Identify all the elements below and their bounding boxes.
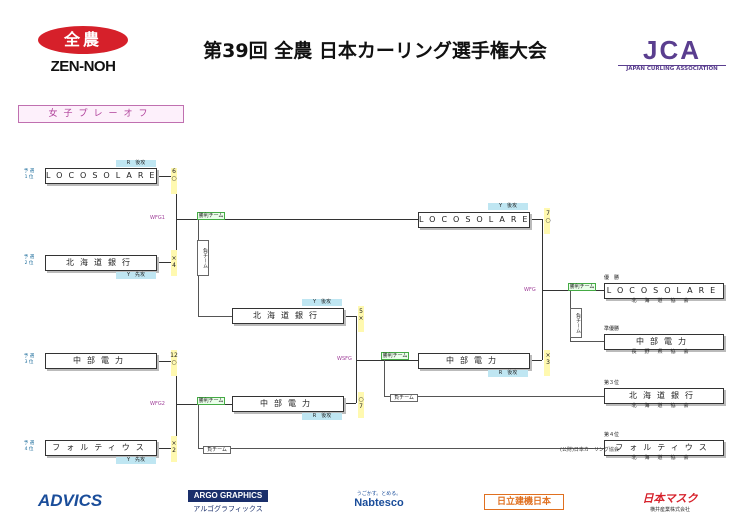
bracket-line — [342, 403, 356, 404]
argo-logo-jp: アルゴグラフィックス — [193, 505, 263, 513]
credit-text: (公財)日本カーリング協会 — [560, 447, 619, 453]
score-f-bottom: × 3 — [545, 352, 551, 366]
loser-chip: 負チーム — [390, 394, 418, 402]
bracket-line — [542, 219, 543, 360]
sponsor-nihon-mask: 日本マスク 横井産業株式会社 — [632, 486, 708, 516]
rank-label-3: 第３位 — [604, 380, 620, 386]
seed-label-1: 予 選 1 位 — [23, 169, 35, 180]
rank-label-4: 第４位 — [604, 432, 620, 438]
jca-logo-mark: JCA — [642, 35, 701, 65]
team-fortius: フォルティウス — [45, 440, 157, 456]
result-team-2: 中部電力 — [604, 334, 724, 350]
zennoh-logo: 全農 ZEN-NOH — [34, 26, 132, 80]
advics-logo-text: ADVICS — [38, 491, 103, 510]
score-strip — [171, 436, 177, 462]
mask-logo-sub: 横井産業株式会社 — [649, 507, 690, 513]
winner-chip: 勝利チーム — [381, 352, 409, 360]
result-team-4: フォルティウス — [604, 440, 724, 456]
argo-logo-en: ARGO GRAPHICS — [188, 490, 268, 502]
result-assoc-2: 長野県協会 — [631, 349, 697, 355]
result-assoc-3: 北海道協会 — [631, 403, 697, 409]
seed-label-2: 予 選 2 位 — [23, 255, 35, 266]
team-final-bottom: 中部電力 — [418, 353, 530, 369]
score-strip — [544, 350, 550, 376]
score-g2-bottom: × 2 — [171, 440, 177, 454]
seed-label-3: 予 選 3 位 — [23, 354, 35, 365]
seed-label-4: 予 選 4 位 — [23, 441, 35, 452]
bracket-line — [156, 361, 176, 362]
score-strip — [171, 350, 177, 376]
score-g2-top: 12 ○ — [170, 352, 178, 366]
bracket-line — [342, 316, 356, 317]
jca-logo: JCA JAPAN CURLING ASSOCIATION — [618, 36, 726, 76]
loser-chip: 負チーム — [203, 446, 231, 454]
nabtesco-logo-text: Nabtesco — [354, 497, 404, 509]
game-label-sf: WSFG — [337, 356, 352, 362]
bracket-line — [528, 360, 542, 361]
score-g1-bottom: × 4 — [171, 255, 177, 269]
bracket-line — [156, 448, 176, 449]
bracket-line — [156, 262, 176, 263]
sponsor-hitachi: 日立建機日本 — [484, 486, 564, 516]
team-final-top: LOCOSOLARE — [418, 212, 530, 228]
bracket-line — [176, 219, 418, 220]
game-label-g1: WFG1 — [150, 215, 165, 221]
nabtesco-tagline: うごかす。とめる。 — [356, 491, 402, 497]
loser-path — [198, 404, 607, 449]
stone-chip: Y 後攻 — [488, 203, 528, 210]
score-strip — [171, 250, 177, 276]
rank-label-2: 準優勝 — [604, 326, 620, 332]
zennoh-logo-mark: 全農 — [38, 26, 128, 54]
page-title: 第39回 全農 日本カーリング選手権大会 — [203, 40, 547, 62]
team-sf-top: 北海道銀行 — [232, 308, 344, 324]
sponsor-argo: ARGO GRAPHICS アルゴグラフィックス — [188, 486, 268, 516]
score-g1-top: 6 ○ — [171, 168, 177, 182]
result-assoc-1: 北海道協会 — [631, 298, 697, 304]
sponsor-advics: ADVICS — [38, 486, 118, 516]
team-locosolare: LOCOSOLARE — [45, 168, 157, 184]
score-strip — [358, 306, 364, 332]
result-team-1: LOCOSOLARE — [604, 283, 724, 299]
jca-logo-name: JAPAN CURLING ASSOCIATION — [618, 65, 726, 72]
loser-path — [384, 360, 607, 397]
winner-chip: 勝利チーム — [197, 212, 225, 220]
bracket-line — [356, 360, 418, 361]
sponsor-nabtesco: うごかす。とめる。 Nabtesco — [344, 486, 414, 516]
bracket-line — [156, 176, 176, 177]
score-strip — [358, 392, 364, 418]
stone-chip: Y 先攻 — [116, 272, 156, 279]
score-strip — [171, 168, 177, 194]
winner-chip: 勝利チーム — [568, 283, 596, 291]
result-assoc-4: 北海道協会 — [631, 455, 697, 461]
score-f-top: 7 ○ — [545, 210, 551, 224]
stone-chip: R 後攻 — [116, 160, 156, 167]
score-sf-bottom: ○ 7 — [358, 396, 364, 410]
result-team-3: 北海道銀行 — [604, 388, 724, 404]
winner-chip: 勝利チーム — [197, 397, 225, 405]
loser-chip: 負チーム — [197, 240, 209, 276]
bracket-line — [528, 219, 542, 220]
loser-chip: 負チーム — [570, 308, 582, 338]
zennoh-logo-text: ZEN-NOH — [50, 58, 116, 75]
hitachi-logo-text: 日立建機日本 — [484, 494, 564, 510]
game-label-g2: WFG2 — [150, 401, 165, 407]
score-strip — [544, 208, 550, 234]
game-label-f: WFG — [524, 287, 536, 293]
stone-chip: Y 後攻 — [302, 299, 342, 306]
score-sf-top: 5 × — [358, 308, 364, 322]
section-label: 女子プレーオフ — [18, 105, 184, 123]
mask-logo-text: 日本マスク — [642, 492, 698, 505]
bracket-line — [356, 316, 357, 403]
team-sf-bottom: 中部電力 — [232, 396, 344, 412]
rank-label-1: 優 勝 — [604, 275, 620, 281]
stone-chip: R 後攻 — [488, 370, 528, 377]
stone-chip: R 後攻 — [302, 413, 342, 420]
team-hokkaido-bank: 北海道銀行 — [45, 255, 157, 271]
team-chubu-electric: 中部電力 — [45, 353, 157, 369]
stone-chip: Y 先攻 — [116, 457, 156, 464]
